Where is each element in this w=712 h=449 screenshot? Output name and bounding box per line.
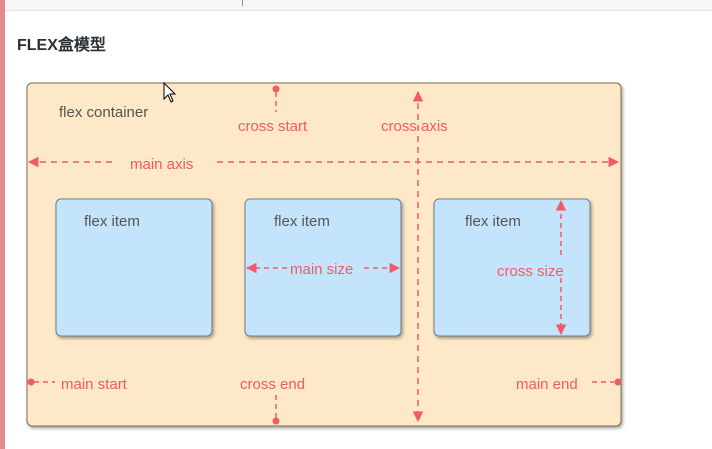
main-start-dot	[27, 378, 35, 386]
main-end-dot	[614, 378, 622, 386]
mouse-cursor-icon	[163, 82, 177, 103]
flex-item-box	[55, 198, 213, 337]
flexbox-model-diagram: flex container flex item flex item flex …	[26, 82, 622, 427]
main-end-label: main end	[516, 376, 578, 393]
cross-end-label: cross end	[240, 376, 305, 393]
flex-item-box	[433, 198, 591, 337]
cross-end-dot	[272, 417, 280, 425]
flex-item-label: flex item	[274, 213, 330, 230]
page-left-stripe	[0, 0, 5, 449]
main-size-label: main size	[290, 261, 353, 278]
flex-container-label: flex container	[59, 104, 148, 121]
main-axis-label: main axis	[130, 156, 193, 173]
cross-start-dot	[272, 85, 280, 93]
cross-size-label: cross size	[497, 263, 564, 280]
flex-item-box	[244, 198, 402, 337]
main-start-label: main start	[61, 376, 128, 393]
flex-item-label: flex item	[465, 213, 521, 230]
cross-start-label: cross start	[238, 118, 308, 135]
section-title: FLEX盒模型	[17, 37, 106, 54]
toolbar-divider	[242, 0, 243, 6]
cross-axis-label: cross axis	[381, 118, 448, 135]
flex-item-label: flex item	[84, 213, 140, 230]
top-toolbar	[5, 0, 712, 11]
